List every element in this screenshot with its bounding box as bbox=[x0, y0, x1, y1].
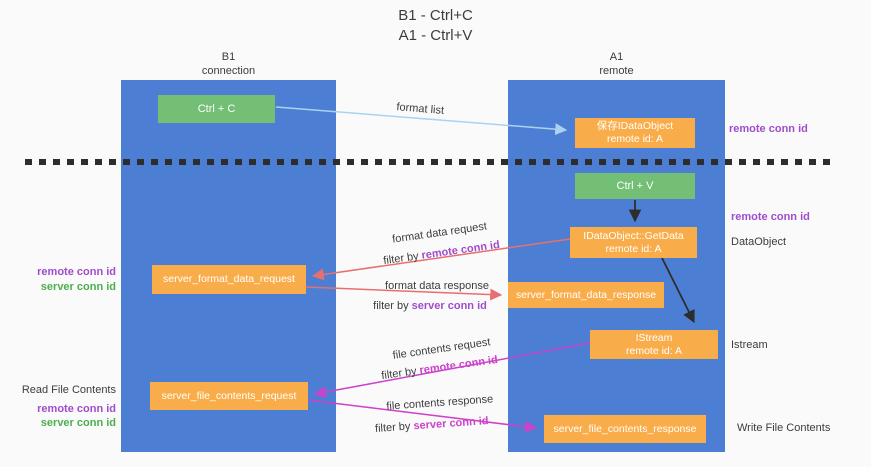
server-conn-id-emphasis: server conn id bbox=[412, 300, 487, 312]
arrow-format-data-response bbox=[305, 286, 503, 301]
right-column-header: A1 remote bbox=[508, 50, 725, 78]
ctrl-c-box: Ctrl + C bbox=[158, 95, 275, 123]
label-format-data-response: format data response bbox=[385, 280, 489, 292]
left-remote-conn-id-1: remote conn id bbox=[37, 266, 116, 278]
getdata-line1: IDataObject::GetData bbox=[583, 229, 684, 242]
write-file-contents-label: Write File Contents bbox=[737, 422, 831, 434]
left-column-sub: connection bbox=[201, 65, 256, 77]
istream-label: Istream bbox=[731, 339, 768, 351]
label-filter-by-server-2: filter by server conn id bbox=[375, 415, 489, 435]
save-idataobject-line1: 保存IDataObject bbox=[596, 120, 674, 132]
remote-conn-id-emphasis: remote conn id bbox=[419, 354, 499, 377]
remote-conn-id-emphasis: remote conn id bbox=[421, 239, 501, 262]
left-column-name: B1 bbox=[221, 51, 236, 63]
right-remote-conn-id-1: remote conn id bbox=[729, 123, 808, 135]
dataobject-label: DataObject bbox=[731, 236, 787, 248]
ctrl-v-box: Ctrl + V bbox=[575, 173, 695, 199]
dashed-divider bbox=[25, 159, 833, 165]
label-format-list: format list bbox=[396, 101, 444, 117]
arrow-format-data-request bbox=[311, 238, 571, 281]
server-format-data-request-box: server_format_data_request bbox=[152, 265, 306, 294]
server-format-data-response-box: server_format_data_response bbox=[508, 282, 664, 308]
right-remote-conn-id-2: remote conn id bbox=[731, 211, 810, 223]
left-server-conn-id-2: server conn id bbox=[40, 417, 116, 429]
diagram-title: B1 - Ctrl+C A1 - Ctrl+V bbox=[0, 6, 871, 46]
arrow-file-contents-request bbox=[313, 342, 591, 398]
getdata-box: IDataObject::GetData remote id: A bbox=[570, 227, 697, 258]
arrow-getdata-to-istream bbox=[661, 257, 695, 324]
arrow-file-contents-response bbox=[307, 399, 538, 433]
label-filter-by-server-1: filter by server conn id bbox=[373, 300, 487, 312]
title-line-1: B1 - Ctrl+C bbox=[398, 7, 473, 24]
save-idataobject-line2: remote id: A bbox=[606, 133, 664, 145]
right-column-name: A1 bbox=[609, 51, 624, 63]
left-remote-conn-id-2: remote conn id bbox=[37, 403, 116, 415]
istream-line1: IStream bbox=[635, 331, 673, 344]
left-server-conn-id-1: server conn id bbox=[40, 281, 116, 293]
save-idataobject-box: 保存IDataObject remote id: A bbox=[575, 118, 695, 148]
istream-box: IStream remote id: A bbox=[590, 330, 718, 359]
left-column-header: B1 connection bbox=[121, 50, 336, 78]
right-column-sub: remote bbox=[599, 65, 634, 77]
server-file-contents-request-box: server_file_contents_request bbox=[150, 382, 308, 410]
arrow-format-list bbox=[275, 106, 568, 136]
label-file-contents-response: file contents response bbox=[386, 393, 494, 412]
read-file-contents-label: Read File Contents bbox=[21, 384, 116, 396]
istream-line2: remote id: A bbox=[625, 344, 683, 357]
server-file-contents-response-box: server_file_contents_response bbox=[544, 415, 706, 443]
server-conn-id-emphasis: server conn id bbox=[413, 415, 489, 432]
title-line-2: A1 - Ctrl+V bbox=[398, 27, 473, 44]
getdata-line2: remote id: A bbox=[605, 242, 662, 255]
